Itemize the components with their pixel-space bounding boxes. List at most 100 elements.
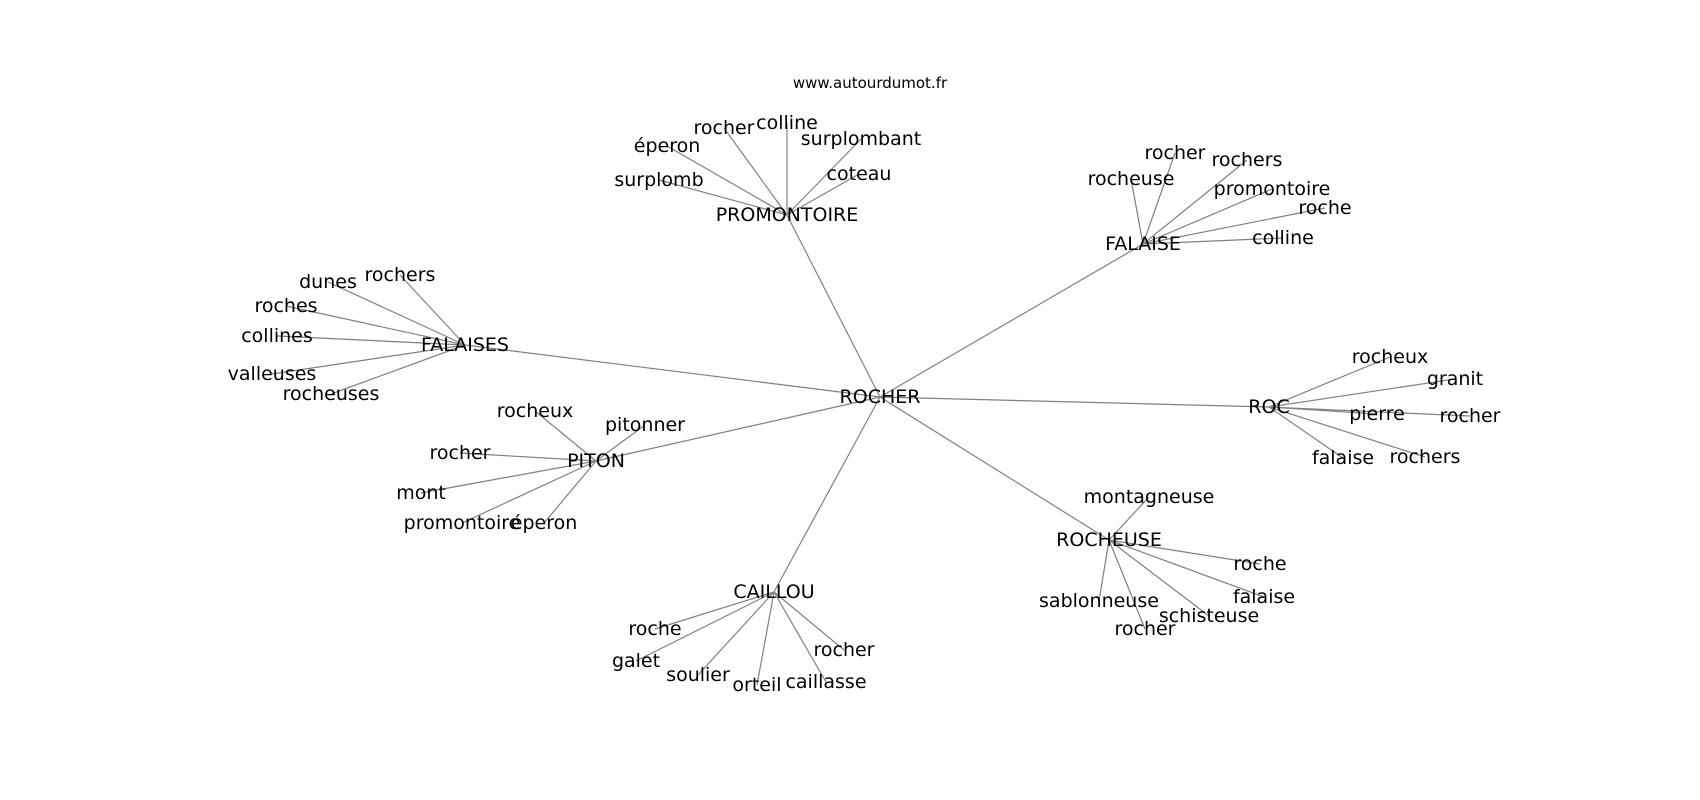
edge-hub-to-word	[786, 138, 862, 216]
edge-center-to-hub	[786, 214, 881, 398]
word-node-label: collines	[241, 325, 313, 347]
word-node-label: rocheuse	[1088, 168, 1175, 190]
word-node-label: roche	[1233, 553, 1286, 575]
word-node-label: schisteuse	[1159, 605, 1259, 627]
edge-hub-to-word	[1108, 539, 1146, 630]
edge-center-to-hub	[773, 396, 881, 593]
edge-hub-to-word	[1130, 178, 1144, 245]
hub-node-label: FALAISES	[421, 334, 509, 356]
word-node-label: rochers	[365, 264, 436, 286]
edge-hub-to-word	[1268, 378, 1456, 408]
word-node-label: colline	[1252, 227, 1314, 249]
hub-node-label: CAILLOU	[733, 581, 814, 603]
graph-edges	[271, 123, 1471, 686]
edge-hub-to-word	[461, 460, 597, 524]
hub-node-label: ROC	[1248, 396, 1289, 418]
edge-hub-to-word	[1108, 539, 1210, 617]
word-node-label: roches	[254, 295, 317, 317]
edge-hub-to-word	[1268, 406, 1426, 458]
word-node-label: rocher	[429, 442, 490, 464]
edge-hub-to-word	[773, 591, 827, 683]
edge-hub-to-word	[723, 127, 788, 216]
edge-hub-to-word	[773, 591, 845, 651]
word-node-label: promontoire	[1214, 178, 1331, 200]
word-node-label: mont	[396, 482, 446, 504]
word-node-label: valleuses	[228, 363, 317, 385]
edge-hub-to-word	[786, 173, 860, 216]
watermark-text: www.autourdumot.fr	[793, 74, 948, 92]
word-node-label: rocher	[693, 117, 754, 139]
edge-center-to-hub	[879, 396, 1110, 541]
word-node-label: coteau	[827, 163, 892, 185]
edge-hub-to-word	[1142, 207, 1326, 245]
center-node-label: ROCHER	[840, 386, 921, 408]
word-node-label: granit	[1427, 368, 1483, 390]
word-node-label: soulier	[666, 664, 730, 686]
word-node-label: montagneuse	[1084, 486, 1215, 508]
word-node-label: pierre	[1349, 403, 1405, 425]
word-node-label: rocheux	[497, 400, 573, 422]
word-node-label: rocher	[1439, 405, 1500, 427]
word-node-label: rocher	[1144, 142, 1205, 164]
edge-hub-to-word	[285, 305, 466, 346]
edge-hub-to-word	[330, 344, 466, 395]
edge-hub-to-word	[1108, 539, 1261, 565]
word-node-label: dunes	[299, 271, 357, 293]
edge-hub-to-word	[635, 591, 775, 662]
word-node-label: éperon	[511, 512, 578, 534]
word-node-label: rocheuses	[283, 383, 380, 405]
edge-hub-to-word	[1142, 152, 1176, 245]
edge-hub-to-word	[666, 145, 788, 216]
edge-hub-to-word	[1108, 539, 1265, 598]
word-node-label: galet	[612, 650, 660, 672]
edge-hub-to-word	[1268, 406, 1471, 417]
edge-hub-to-word	[1108, 496, 1150, 541]
edge-center-to-hub	[879, 243, 1144, 398]
edge-hub-to-word	[276, 335, 466, 346]
word-node-label: promontoire	[404, 512, 521, 534]
word-node-label: rocheux	[1352, 346, 1428, 368]
word-node-label: caillasse	[785, 671, 866, 693]
edge-hub-to-word	[654, 591, 775, 630]
edge-hub-to-word	[1268, 406, 1344, 459]
edge-hub-to-word	[1268, 356, 1391, 408]
edge-center-to-hub	[879, 396, 1270, 408]
hub-node-label: PITON	[567, 450, 625, 472]
edge-hub-to-word	[271, 344, 466, 375]
word-node-label: colline	[756, 112, 818, 134]
edge-hub-to-word	[1142, 237, 1284, 245]
word-node-label: rocher	[813, 639, 874, 661]
word-node-label: pitonner	[605, 414, 685, 436]
edge-center-to-hub	[595, 396, 881, 462]
hub-node-label: FALAISE	[1105, 233, 1181, 255]
hub-node-label: ROCHEUSE	[1056, 529, 1162, 551]
edge-hub-to-word	[327, 281, 466, 346]
edge-hub-to-word	[543, 460, 597, 524]
word-node-label: falaise	[1233, 586, 1295, 608]
edge-center-to-hub	[464, 344, 881, 398]
edge-hub-to-word	[1142, 159, 1248, 245]
edge-hub-to-word	[756, 591, 775, 686]
word-node-label: surplomb	[614, 169, 703, 191]
edge-hub-to-word	[697, 591, 775, 676]
word-node-label: falaise	[1312, 447, 1374, 469]
word-node-label: orteil	[732, 674, 781, 696]
edge-hub-to-word	[534, 410, 597, 462]
edge-hub-to-word	[399, 274, 466, 346]
word-node-label: sablonneuse	[1039, 590, 1159, 612]
hub-node-label: PROMONTOIRE	[716, 204, 859, 226]
word-node-label: rochers	[1390, 446, 1461, 468]
word-node-label: rochers	[1212, 149, 1283, 171]
edge-hub-to-word	[658, 179, 788, 216]
edge-hub-to-word	[1142, 188, 1273, 245]
word-node-label: roche	[628, 618, 681, 640]
word-node-label: surplombant	[801, 128, 921, 150]
edge-hub-to-word	[1098, 539, 1110, 602]
edge-hub-to-word	[459, 452, 597, 462]
word-node-label: roche	[1298, 197, 1351, 219]
word-node-label: éperon	[634, 135, 701, 157]
edge-hub-to-word	[595, 424, 646, 462]
word-node-label: rocher	[1114, 618, 1175, 640]
